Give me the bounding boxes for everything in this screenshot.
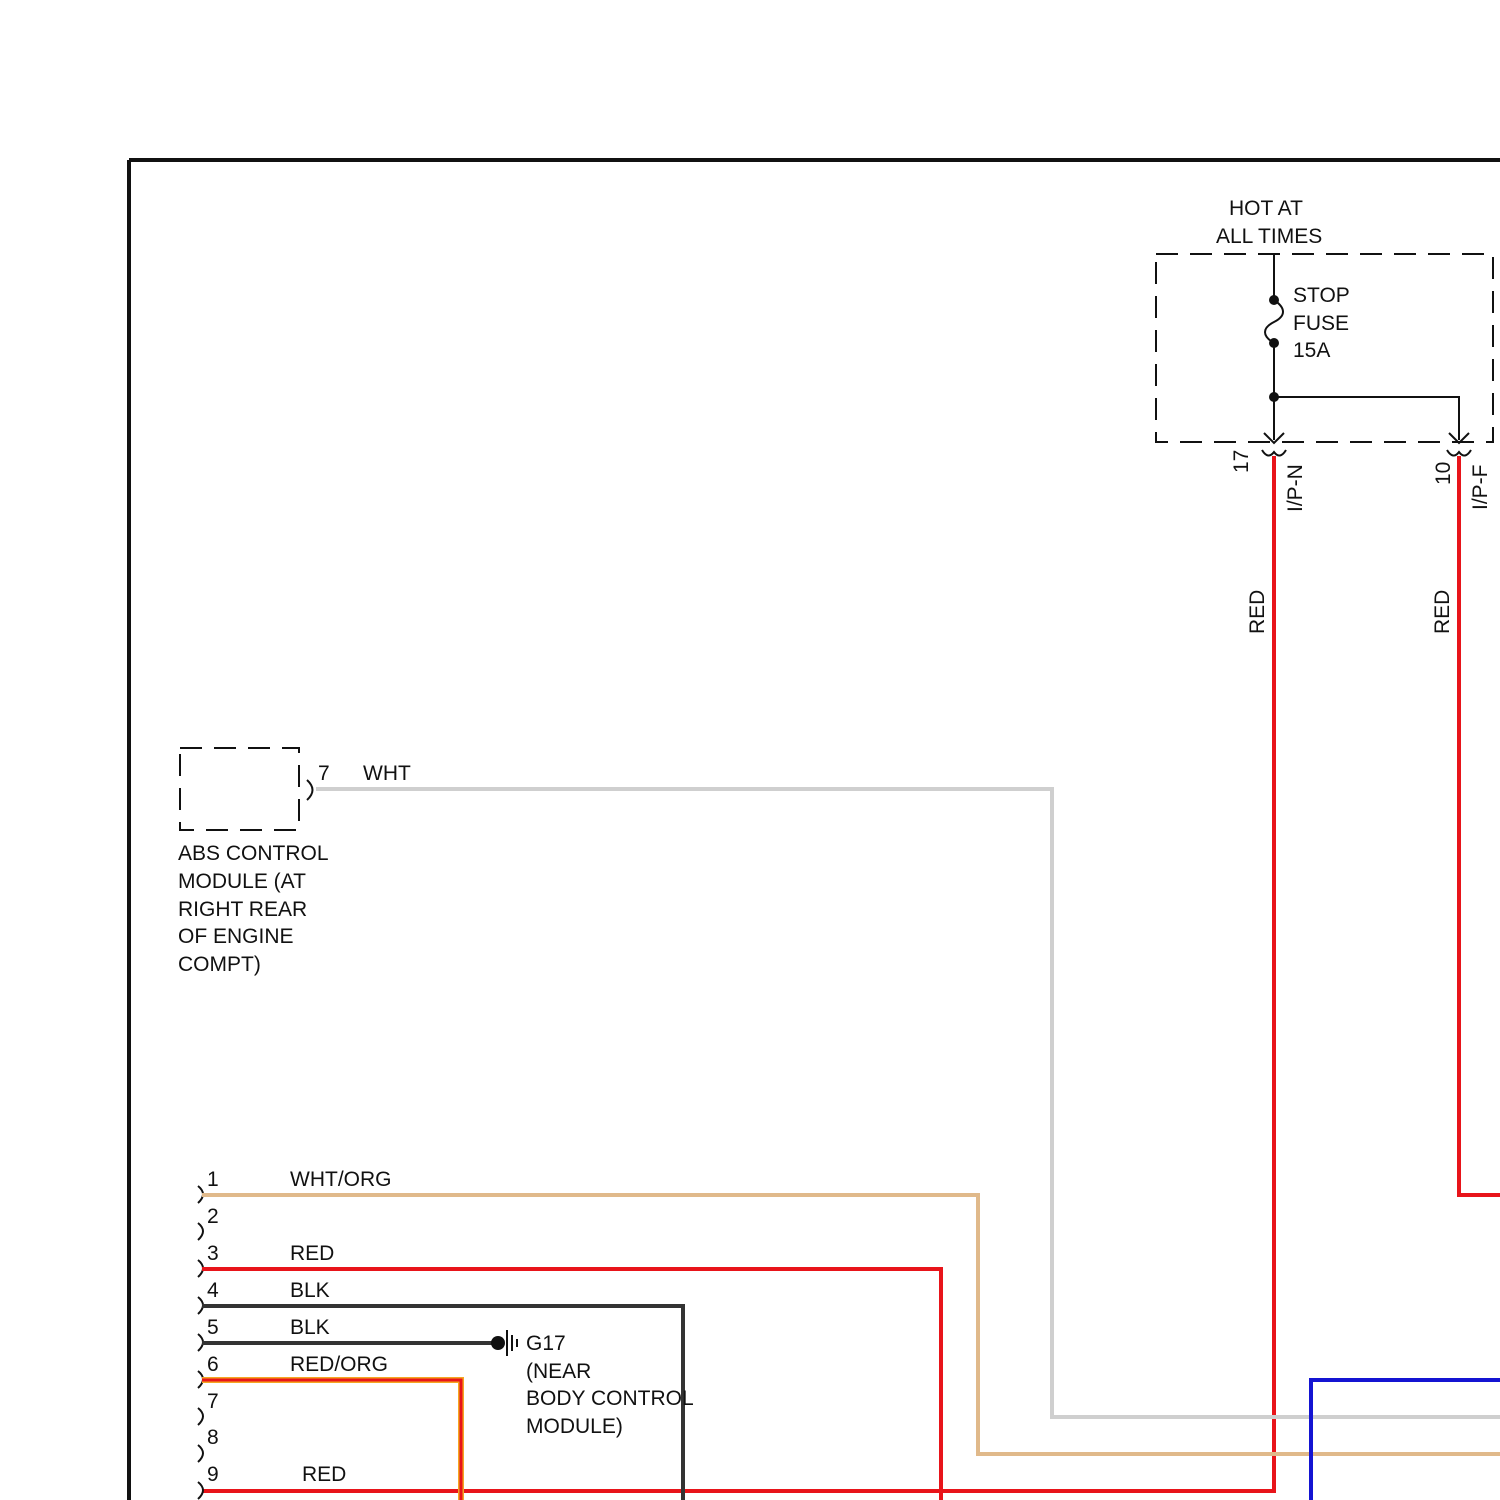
fuse-rating: 15A	[1293, 339, 1330, 362]
ground-g17: G17 (NEAR BODY CONTROL MODULE)	[491, 1330, 694, 1438]
pin-number-10: 10	[1432, 462, 1455, 485]
wire-label-red-ipn: RED	[1246, 590, 1269, 634]
fuse-name-line2: FUSE	[1293, 312, 1349, 335]
connector-pin-9: 9	[207, 1463, 219, 1486]
wire-wht	[316, 789, 1500, 1417]
wire-red-ipf: RED	[1431, 456, 1500, 1195]
wire-label-pin-6: RED/ORG	[290, 1353, 388, 1376]
ground-name: G17	[526, 1332, 566, 1355]
abs-module-outline	[180, 748, 299, 830]
wire-label-pin-5: BLK	[290, 1316, 330, 1339]
fuse-icon	[1265, 300, 1283, 343]
connector-pin-8: 8	[207, 1426, 219, 1449]
abs-wire-label: WHT	[363, 762, 411, 785]
fuse-block: HOT AT ALL TIMES STOP FUSE 15A 17 I/P-N …	[1156, 197, 1493, 512]
wire-label-pin-3: RED	[290, 1242, 334, 1265]
connector-pin-4: 4	[207, 1279, 219, 1302]
wire-label-red-ipf: RED	[1431, 590, 1454, 634]
abs-label-line2: MODULE (AT	[178, 870, 306, 893]
abs-pin-7: 7	[318, 762, 330, 785]
multi-pin-connector: 1 2 3 4 5 6 7 8 9 WHT/ORG RED BLK BLK RE…	[198, 1168, 391, 1499]
wire-blue	[1311, 1380, 1500, 1500]
wire-label-pin-4: BLK	[290, 1279, 330, 1302]
all-times-label: ALL TIMES	[1216, 225, 1322, 248]
wire-red-ipn: RED	[202, 456, 1274, 1491]
abs-label-line1: ABS CONTROL	[178, 842, 329, 865]
connector-pin-3: 3	[207, 1242, 219, 1265]
abs-label-line5: COMPT)	[178, 953, 261, 976]
connector-pin-6: 6	[207, 1353, 219, 1376]
ground-icon	[491, 1336, 505, 1350]
connector-pin-5: 5	[207, 1316, 219, 1339]
hot-at-label: HOT AT	[1229, 197, 1303, 220]
fuse-name-line1: STOP	[1293, 284, 1350, 307]
wire-label-pin-1: WHT/ORG	[290, 1168, 391, 1191]
abs-label-line4: OF ENGINE	[178, 925, 294, 948]
ground-location-line3: MODULE)	[526, 1415, 623, 1438]
connector-pin-2: 2	[207, 1205, 219, 1228]
connector-pin-7: 7	[207, 1390, 219, 1413]
abs-label-line3: RIGHT REAR	[178, 898, 307, 921]
connector-label-ipf: I/P-F	[1469, 465, 1492, 511]
abs-control-module: 7 WHT ABS CONTROL MODULE (AT RIGHT REAR …	[178, 748, 411, 976]
connector-label-ipn: I/P-N	[1284, 464, 1307, 512]
connector-pin-10: 10 I/P-F	[1432, 433, 1492, 510]
ground-location-line2: BODY CONTROL	[526, 1387, 694, 1410]
ground-location-line1: (NEAR	[526, 1360, 591, 1383]
connector-pin-17: 17 I/P-N	[1230, 433, 1307, 512]
connector-pin-1: 1	[207, 1168, 219, 1191]
pin-number-17: 17	[1230, 450, 1253, 473]
wire-label-pin-9: RED	[302, 1463, 346, 1486]
